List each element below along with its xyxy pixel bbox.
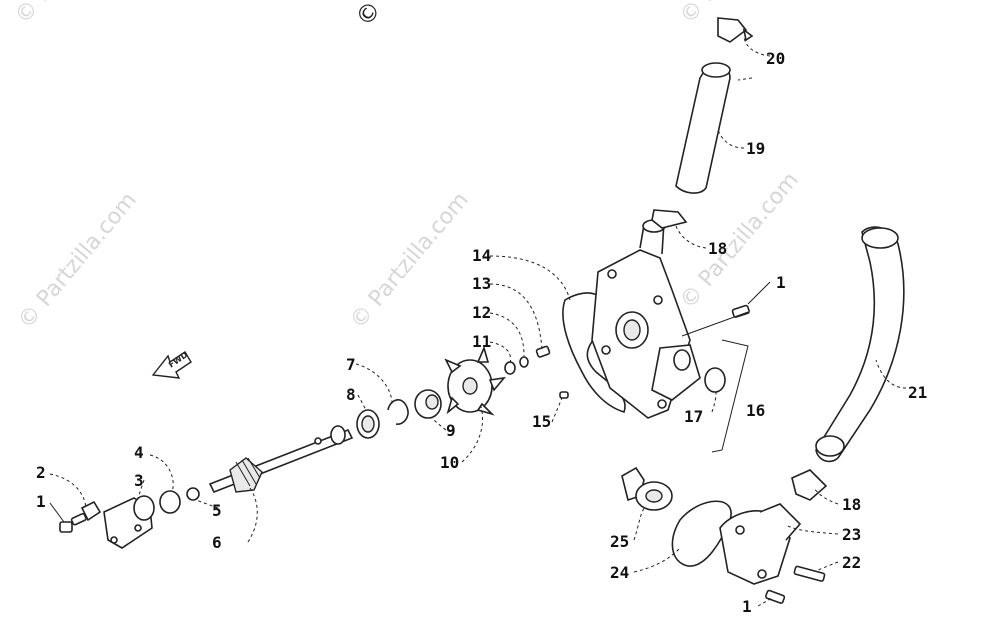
callout-10: 10 — [440, 453, 459, 472]
pump-housing-part — [559, 219, 701, 419]
washer-part — [504, 361, 516, 375]
washer-part — [186, 487, 200, 501]
seal-part — [414, 389, 442, 419]
callout-11: 11 — [472, 332, 491, 351]
callout-13: 13 — [472, 274, 491, 293]
callout-9: 9 — [446, 421, 456, 440]
hose-clamp-part — [651, 209, 688, 229]
callout-15: 15 — [532, 412, 551, 431]
washer-part — [519, 356, 529, 368]
callout-20: 20 — [766, 49, 785, 68]
copyright-mark: © — [350, 0, 387, 31]
thermostat-cover-part — [719, 503, 802, 585]
bolt-part — [731, 304, 750, 318]
clip-part — [80, 500, 102, 522]
hose-clamp-part — [791, 469, 828, 501]
callout-5: 5 — [212, 501, 222, 520]
callout-1: 1 — [776, 273, 786, 292]
callout-24: 24 — [610, 563, 629, 582]
callout-1: 1 — [36, 492, 46, 511]
callout-19: 19 — [746, 139, 765, 158]
callout-12: 12 — [472, 303, 491, 322]
callout-3: 3 — [134, 471, 144, 490]
middle-assembly — [356, 345, 551, 439]
left-assembly — [59, 425, 354, 549]
callout-14: 14 — [472, 246, 491, 265]
leader-lines — [49, 35, 907, 607]
upper-hose-part — [675, 62, 731, 194]
watermark: © Partzilla.com — [345, 188, 473, 334]
callout-7: 7 — [346, 355, 356, 374]
bolt-part — [59, 512, 87, 533]
o-ring-part — [159, 490, 181, 514]
callout-18: 18 — [708, 239, 727, 258]
gasket-part — [671, 500, 732, 567]
o-ring-part — [704, 367, 726, 393]
thermostat-part — [621, 466, 673, 511]
callout-22: 22 — [842, 553, 861, 572]
callout-2: 2 — [36, 463, 46, 482]
callout-16: 16 — [746, 401, 765, 420]
impeller-part — [444, 345, 506, 416]
fwd-arrow-icon: FWD — [151, 350, 192, 379]
callout-18: 18 — [842, 495, 861, 514]
callout-21: 21 — [908, 383, 927, 402]
watermark: © Partzilla.com — [10, 0, 138, 29]
watermark: © Partzilla.com — [13, 188, 141, 334]
circlip-part — [387, 399, 409, 425]
clamp-part — [717, 17, 754, 43]
shaft-gear-part — [208, 425, 354, 494]
callout-4: 4 — [134, 443, 144, 462]
callout-25: 25 — [610, 532, 629, 551]
screw-part — [535, 345, 551, 358]
callout-labels: 1 2 3 4 5 6 7 8 9 10 11 12 13 14 15 16 1… — [36, 49, 927, 616]
bolt-part — [765, 589, 786, 604]
callout-8: 8 — [346, 385, 356, 404]
callout-6: 6 — [212, 533, 222, 552]
lower-hose-part — [815, 226, 905, 463]
callout-17: 17 — [684, 407, 703, 426]
callout-1: 1 — [742, 597, 752, 616]
pump-cover-part — [103, 495, 155, 549]
callout-23: 23 — [842, 525, 861, 544]
pin-part — [559, 391, 569, 399]
bearing-part — [356, 409, 380, 439]
bolt-part — [793, 565, 826, 582]
